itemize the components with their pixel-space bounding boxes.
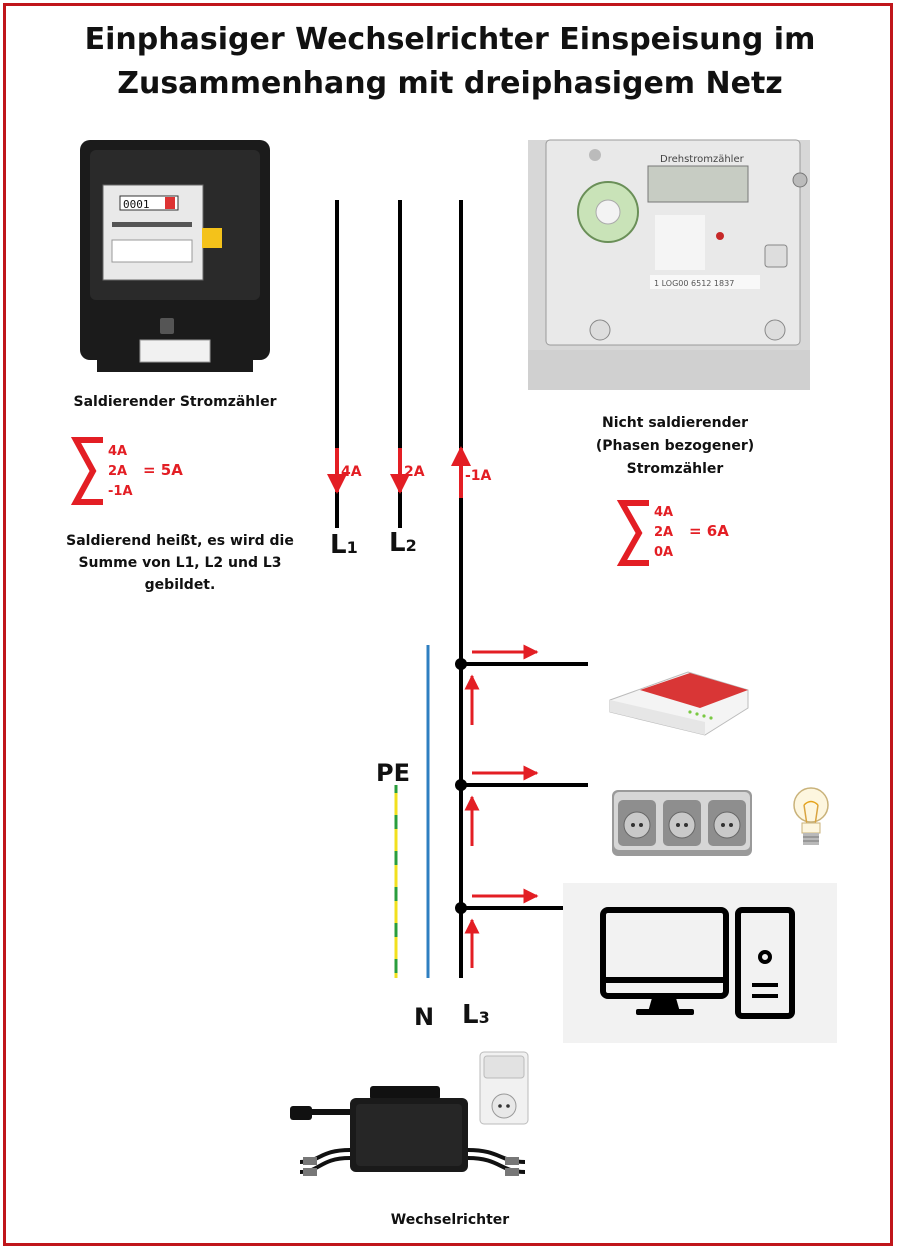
computer-icon: [563, 883, 837, 1043]
current-l1: 4A: [341, 464, 362, 480]
light-bulb-icon: [793, 787, 829, 845]
label-l2-letter: L: [389, 528, 406, 558]
label-l1: L1: [330, 530, 370, 563]
outdoor-socket-icon: [479, 1051, 529, 1125]
label-pe: PE: [376, 759, 410, 787]
right-caption-line-3: Stromzähler: [626, 461, 724, 477]
meter-brand-text: Drehstromzähler: [660, 154, 745, 165]
label-l2: L2: [389, 528, 429, 561]
meter-serial: 1 LOG00 6512 1837: [654, 279, 734, 288]
sum-left-values: 4A 2A -1A: [108, 442, 138, 502]
inverter-caption: Wechselrichter: [390, 1212, 510, 1228]
page-title: Einphasiger Wechselrichter Einspeisung i…: [0, 18, 900, 106]
sum-symbol-left: [70, 437, 103, 505]
right-caption-line-1: Nicht saldierender: [601, 415, 749, 431]
current-l2: 2A: [404, 464, 425, 480]
current-l3: -1A: [465, 468, 492, 484]
label-n: N: [414, 1003, 435, 1031]
sum-left-value-3: -1A: [108, 484, 133, 499]
note-line-1: Saldierend heißt, es wird die: [66, 533, 294, 549]
label-l1-index: 1: [346, 538, 358, 557]
sum-symbol-right: [616, 500, 649, 566]
sum-left-value-2: 2A: [108, 464, 128, 479]
router-icon: [609, 671, 749, 736]
label-l1-letter: L: [330, 530, 347, 560]
sum-left-value-1: 4A: [108, 444, 128, 459]
branch-sockets: [455, 765, 588, 846]
label-l3: L3: [462, 1000, 502, 1033]
meter-right-caption: Nicht saldierender (Phasen bezogener) St…: [560, 412, 790, 481]
saldierender-meter-image: 0001: [80, 140, 270, 372]
inverter-image: [290, 1086, 526, 1176]
sum-right-value-2: 2A: [654, 525, 674, 540]
meter-left-caption: Saldierender Stromzähler: [73, 394, 277, 410]
socket-strip-icon: [612, 790, 752, 856]
meter-digits: 0001: [123, 198, 150, 211]
sum-right-value-3: 0A: [654, 545, 674, 560]
note-line-3: gebildet.: [144, 577, 216, 593]
right-caption-line-2: (Phasen bezogener): [595, 438, 755, 454]
sum-right-values: 4A 2A 0A: [654, 503, 684, 563]
branch-router: [455, 644, 588, 725]
note-line-2: Summe von L1, L2 und L3: [78, 555, 282, 571]
title-line-2: Zusammenhang mit dreiphasigem Netz: [117, 66, 783, 101]
sum-left-result: = 5A: [143, 461, 183, 479]
page-frame: [3, 3, 893, 1246]
sum-right-result: = 6A: [689, 522, 729, 540]
sum-right-value-1: 4A: [654, 505, 674, 520]
saldierend-note: Saldierend heißt, es wird die Summe von …: [45, 530, 315, 596]
drehstromzaehler-image: Drehstromzähler 1 LOG00 6512 1837: [528, 139, 810, 390]
label-l2-index: 2: [405, 536, 417, 555]
title-line-1: Einphasiger Wechselrichter Einspeisung i…: [84, 22, 816, 57]
label-l3-letter: L: [462, 1000, 479, 1030]
label-l3-index: 3: [478, 1008, 490, 1027]
